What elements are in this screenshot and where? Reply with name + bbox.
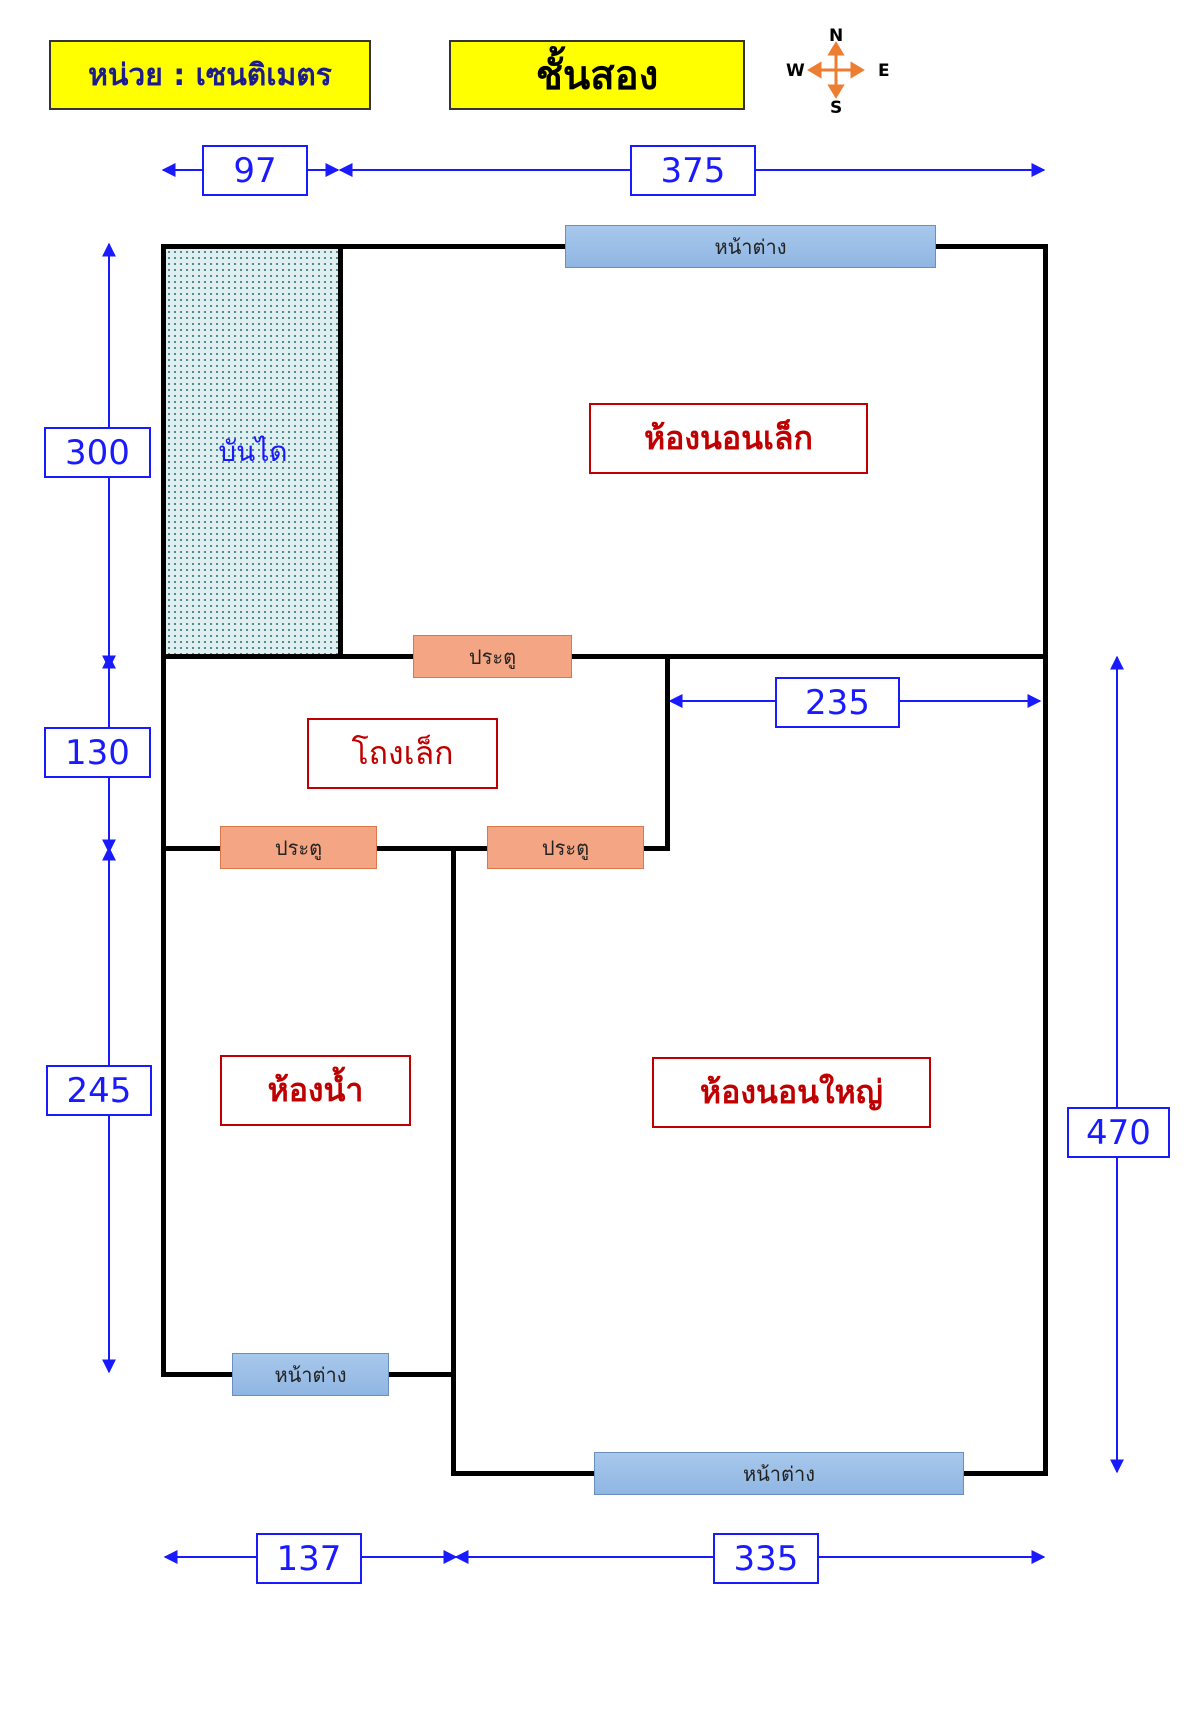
compass-e: E (878, 61, 890, 81)
room-bathroom: ห้องน้ำ (220, 1055, 411, 1126)
wall-left-upper (161, 244, 166, 1377)
compass-w: W (786, 61, 805, 81)
door-master-bedroom: ประตู (487, 826, 644, 869)
room-master-bedroom: ห้องนอนใหญ่ (652, 1057, 931, 1128)
dim-left-middle: 130 (44, 727, 151, 778)
dim-left-bottom: 245 (46, 1065, 152, 1116)
room-small-bedroom: ห้องนอนเล็ก (589, 403, 868, 474)
compass-arrows-icon (807, 41, 865, 99)
compass-n: N (829, 26, 844, 46)
unit-label: หน่วย : เซนติเมตร (49, 40, 371, 110)
wall-hall-right (665, 654, 670, 851)
dim-top-left: 97 (202, 145, 308, 196)
wall-hall-bottom (161, 846, 670, 851)
compass: N S W E (780, 26, 890, 118)
wall-stair-right (338, 244, 343, 656)
dim-top-right: 375 (630, 145, 756, 196)
window-top: หน้าต่าง (565, 225, 936, 268)
wall-bath-right (451, 846, 456, 1476)
stairs-label: บันได (218, 435, 288, 468)
compass-s: S (830, 98, 843, 118)
dim-right-outer: 470 (1067, 1107, 1170, 1158)
window-bathroom: หน้าต่าง (232, 1353, 389, 1396)
stairs-area (166, 249, 340, 654)
dim-right-inner: 235 (775, 677, 900, 728)
window-master-bedroom: หน้าต่าง (594, 1452, 964, 1495)
door-small-bedroom: ประตู (413, 635, 572, 678)
dim-bottom-left: 137 (256, 1533, 362, 1584)
floor-title: ชั้นสอง (449, 40, 745, 110)
wall-mid-horizontal (161, 654, 1048, 659)
dim-bottom-right: 335 (713, 1533, 819, 1584)
door-bathroom: ประตู (220, 826, 377, 869)
room-small-hall: โถงเล็ก (307, 718, 498, 789)
dim-left-top: 300 (44, 427, 151, 478)
wall-right (1043, 244, 1048, 1476)
